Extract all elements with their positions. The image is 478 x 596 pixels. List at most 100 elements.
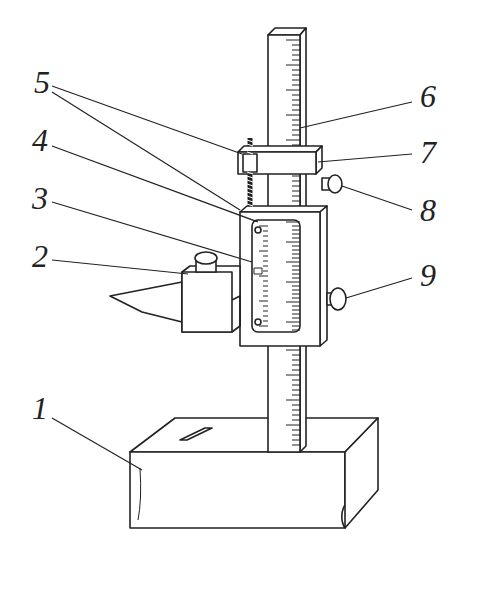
scale-tick xyxy=(292,135,300,136)
scale-tick xyxy=(292,290,300,291)
frame-top xyxy=(240,206,327,212)
scale-tick xyxy=(292,318,300,319)
vernier-tick xyxy=(263,231,268,232)
scale-tick xyxy=(292,186,300,187)
vernier-mark xyxy=(254,268,262,274)
scale-tick xyxy=(286,40,300,41)
scale-tick xyxy=(286,115,300,116)
vernier-tick xyxy=(263,246,268,247)
vernier-tick xyxy=(263,271,268,272)
scale-tick xyxy=(286,222,300,223)
scale-tick xyxy=(292,294,300,295)
leader-line xyxy=(52,418,142,470)
holder-jaw xyxy=(232,296,240,326)
scale-tick xyxy=(286,322,300,323)
screw-thread xyxy=(247,208,253,210)
scale-tick xyxy=(286,282,300,283)
callout-number: 9 xyxy=(420,259,436,291)
scale-tick xyxy=(292,254,300,255)
scriber-blade xyxy=(110,282,182,322)
scale-tick xyxy=(292,95,300,96)
fine-knob xyxy=(328,175,342,193)
scale-tick xyxy=(292,266,300,267)
scale-tick xyxy=(286,375,300,376)
vernier-tick xyxy=(263,306,268,307)
vernier-tick xyxy=(263,286,268,287)
scale-tick xyxy=(292,120,300,121)
frame-side xyxy=(320,206,327,346)
scale-tick xyxy=(292,246,300,247)
vernier-tick xyxy=(263,266,268,267)
scale-tick xyxy=(292,196,300,197)
callout-number: 6 xyxy=(420,80,436,112)
scale-tick xyxy=(292,314,300,315)
screw-thread xyxy=(247,176,253,178)
scale-tick xyxy=(292,355,300,356)
scale-tick xyxy=(292,286,300,287)
scale-tick xyxy=(292,50,300,51)
scale-tick xyxy=(292,326,300,327)
scale-tick xyxy=(292,201,300,202)
screw-thread xyxy=(247,204,253,206)
base-top xyxy=(130,418,378,452)
vernier-tick xyxy=(263,291,268,292)
scale-ticks xyxy=(247,40,300,445)
screw-thread xyxy=(247,192,253,194)
screw-thread xyxy=(247,196,253,198)
screw-thread xyxy=(247,140,253,142)
callout-number: 4 xyxy=(32,124,48,156)
vernier-tick xyxy=(259,226,268,227)
scale-tick xyxy=(292,405,300,406)
scale-tick xyxy=(292,105,300,106)
scale-tick xyxy=(292,55,300,56)
screw-thread xyxy=(247,172,253,174)
scale-tick xyxy=(286,140,300,141)
scale-tick xyxy=(286,400,300,401)
leader-line xyxy=(300,102,412,128)
callout-number: 7 xyxy=(420,136,436,168)
scale-tick xyxy=(292,238,300,239)
vernier-tick xyxy=(263,281,268,282)
leader-line xyxy=(52,202,252,262)
scale-tick xyxy=(286,302,300,303)
base-slot xyxy=(180,428,212,440)
scale-tick xyxy=(292,420,300,421)
scale-tick xyxy=(292,100,300,101)
vernier-tick xyxy=(263,296,268,297)
callout-number: 3 xyxy=(32,182,48,214)
vernier-tick xyxy=(259,326,268,327)
scale-tick xyxy=(292,130,300,131)
scale-tick xyxy=(292,370,300,371)
leader-line xyxy=(52,146,258,222)
scale-tick xyxy=(292,278,300,279)
callout-number: 5 xyxy=(34,66,50,98)
screw-thread xyxy=(247,152,253,154)
scale-tick xyxy=(286,350,300,351)
lock-knob xyxy=(330,288,346,310)
scale-tick xyxy=(292,440,300,441)
leader-line xyxy=(318,154,412,162)
scale-tick xyxy=(292,181,300,182)
scale-tick xyxy=(292,234,300,235)
vernier-tick xyxy=(259,251,268,252)
vernier-tick xyxy=(263,256,268,257)
scale-tick xyxy=(292,226,300,227)
scriber-holder-back xyxy=(182,266,240,332)
fine-adjust-block xyxy=(238,152,316,174)
scale-tick xyxy=(292,390,300,391)
scale-tick xyxy=(292,145,300,146)
scale-tick xyxy=(292,306,300,307)
scale-tick xyxy=(292,60,300,61)
scriber-holder xyxy=(182,272,232,332)
scale-tick xyxy=(292,330,300,331)
scale-tick xyxy=(292,270,300,271)
screw-thread xyxy=(247,144,253,146)
scale-tick xyxy=(292,385,300,386)
vernier-tick xyxy=(259,301,268,302)
screw-thread xyxy=(247,168,253,170)
scale-tick xyxy=(292,80,300,81)
scale-tick xyxy=(292,258,300,259)
scale-tick xyxy=(292,230,300,231)
leader-lines xyxy=(52,86,412,470)
